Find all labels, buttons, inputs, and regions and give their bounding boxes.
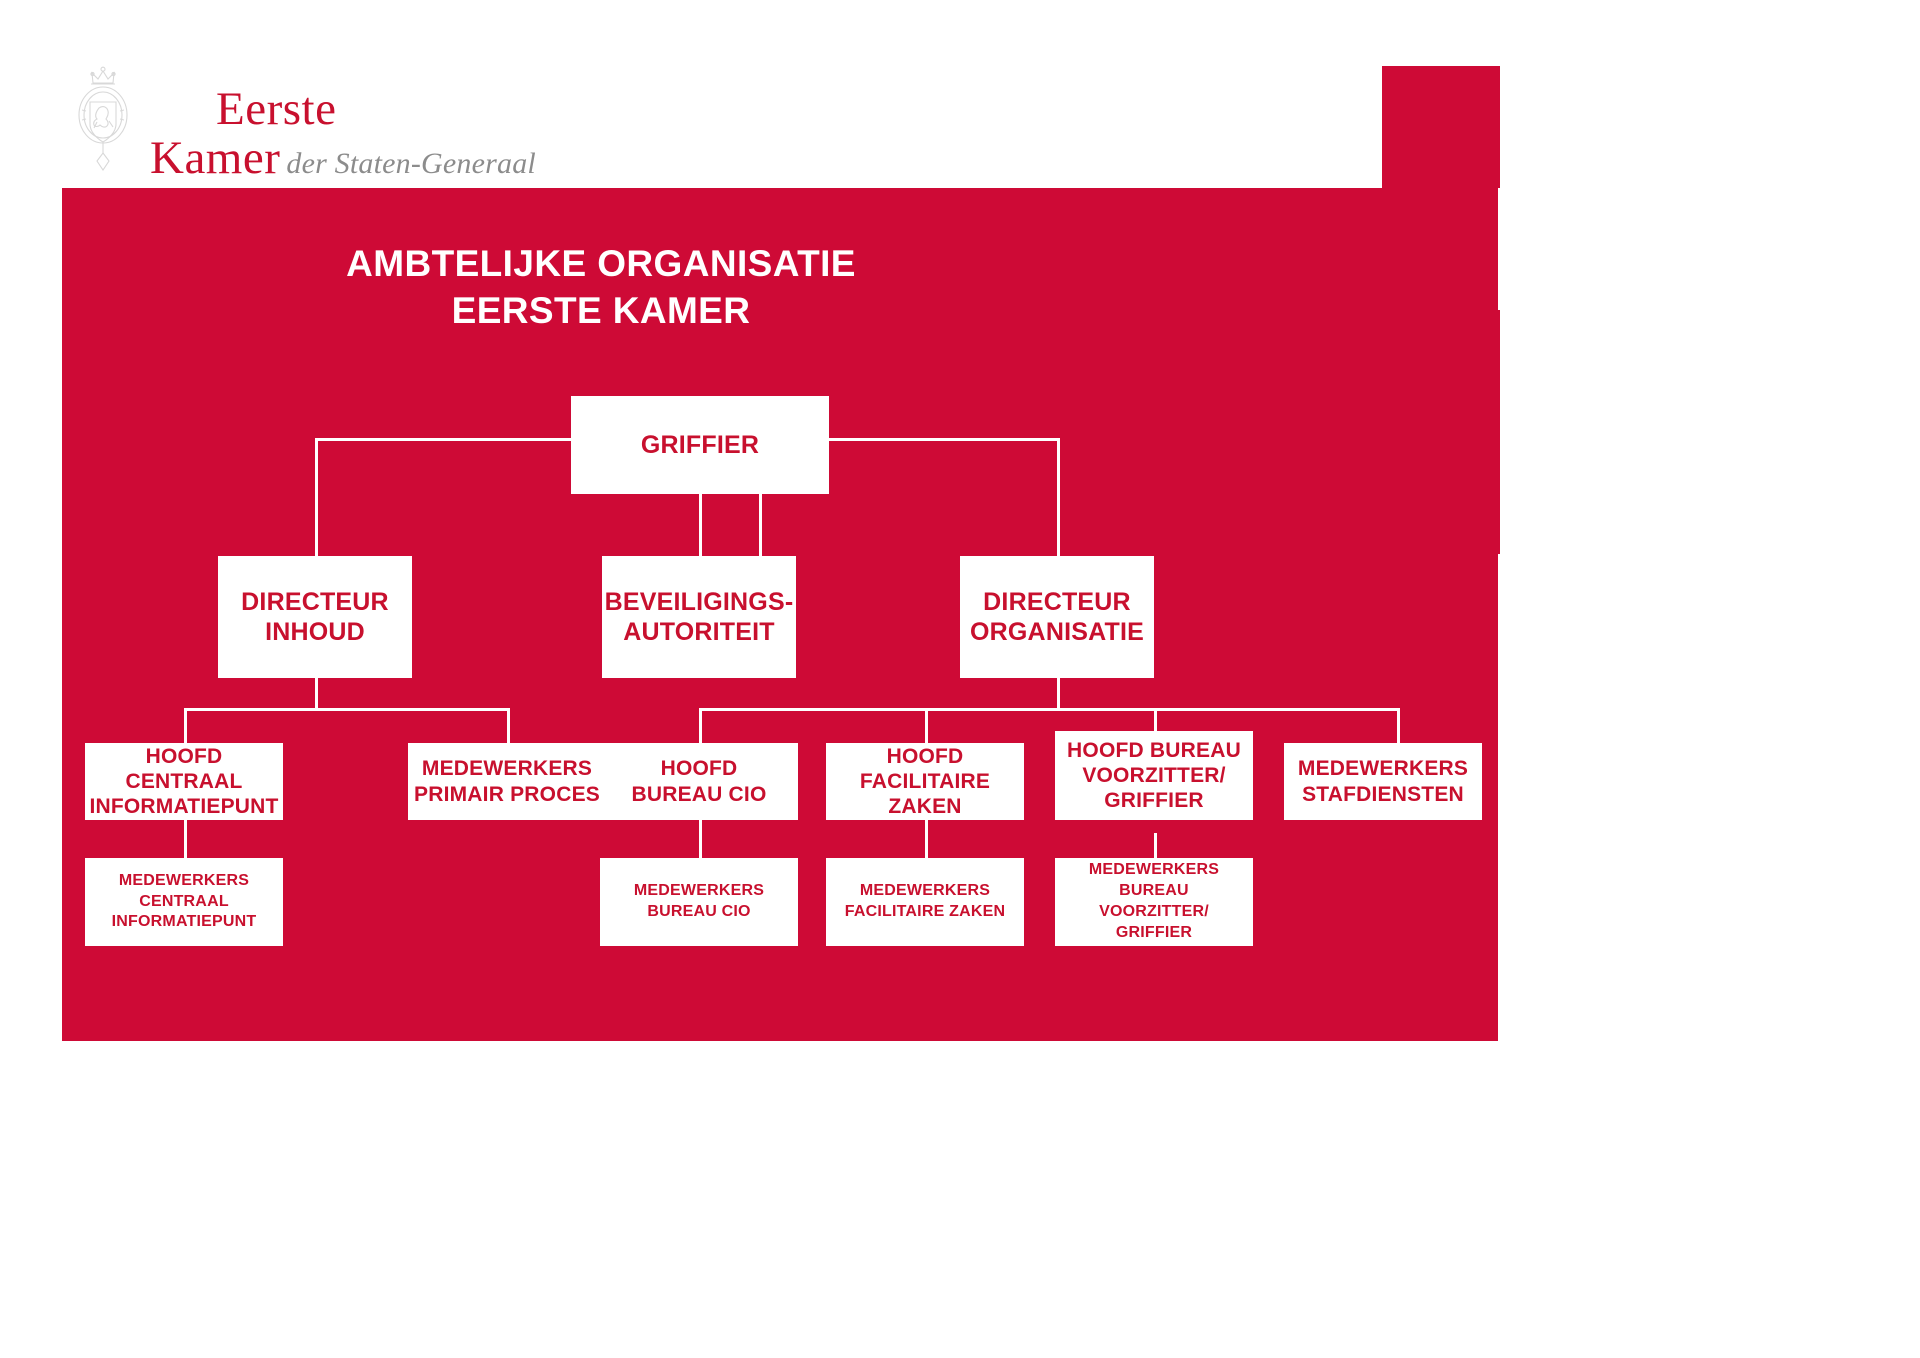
connector-inhoud-bus	[184, 708, 509, 711]
logo-line-kamer: Kamer	[150, 132, 281, 184]
connector-cio-to-medewerkers	[699, 820, 702, 858]
connector-to-directeur-organisatie	[1057, 438, 1060, 556]
node-label: GRIFFIER	[640, 431, 760, 459]
connector-to-hoofd-cio	[699, 708, 702, 743]
red-panel: AMBTELIJKE ORGANISATIE EERSTE KAMER	[62, 188, 1498, 1041]
connector-to-hoofd-fz	[925, 708, 928, 743]
connector-to-medewerkers-primair	[507, 708, 510, 743]
logo-line-kamer-row: Kamer der Staten-Generaal	[150, 135, 536, 182]
node-griffier[interactable]: GRIFFIER	[571, 396, 829, 494]
logo-subtitle: der Staten-Generaal	[286, 147, 536, 180]
connector-to-medewerkers-staf	[1397, 708, 1400, 743]
logo-wordmark: Eerste Kamer der Staten-Generaal	[150, 86, 536, 182]
logo-line-eerste: Eerste	[216, 83, 337, 135]
checker-square	[1382, 66, 1500, 188]
title-line-2: EERSTE KAMER	[451, 290, 751, 332]
connector-to-hoofd-cip	[184, 708, 187, 743]
coat-of-arms-emblem	[78, 66, 128, 171]
connector-to-hoofd-bvg	[1154, 708, 1157, 743]
eerste-kamer-logo: Eerste Kamer der Staten-Generaal	[72, 66, 592, 186]
connector-cip-to-medewerkers	[184, 820, 187, 858]
connector-fz-to-medewerkers	[925, 820, 928, 858]
title-line-1: AMBTELIJKE ORGANISATIE	[346, 243, 856, 284]
node-beveiligingsautoriteit[interactable]: BEVEILIGINGS-AUTORITEIT	[602, 556, 796, 678]
connector-bvg-to-medewerkers	[1154, 833, 1157, 858]
page-title: AMBTELIJKE ORGANISATIE EERSTE KAMER	[62, 240, 1140, 335]
connector-to-beveiligingsautoriteit	[699, 494, 702, 556]
connector-to-directeur-inhoud	[315, 438, 318, 556]
connector-inhoud-down	[315, 678, 318, 710]
connector-griffier-down	[759, 494, 762, 556]
connector-organisatie-bus	[699, 708, 1399, 711]
connector-organisatie-down	[1057, 678, 1060, 710]
node-label: BEVEILIGINGS-AUTORITEIT	[604, 588, 794, 646]
